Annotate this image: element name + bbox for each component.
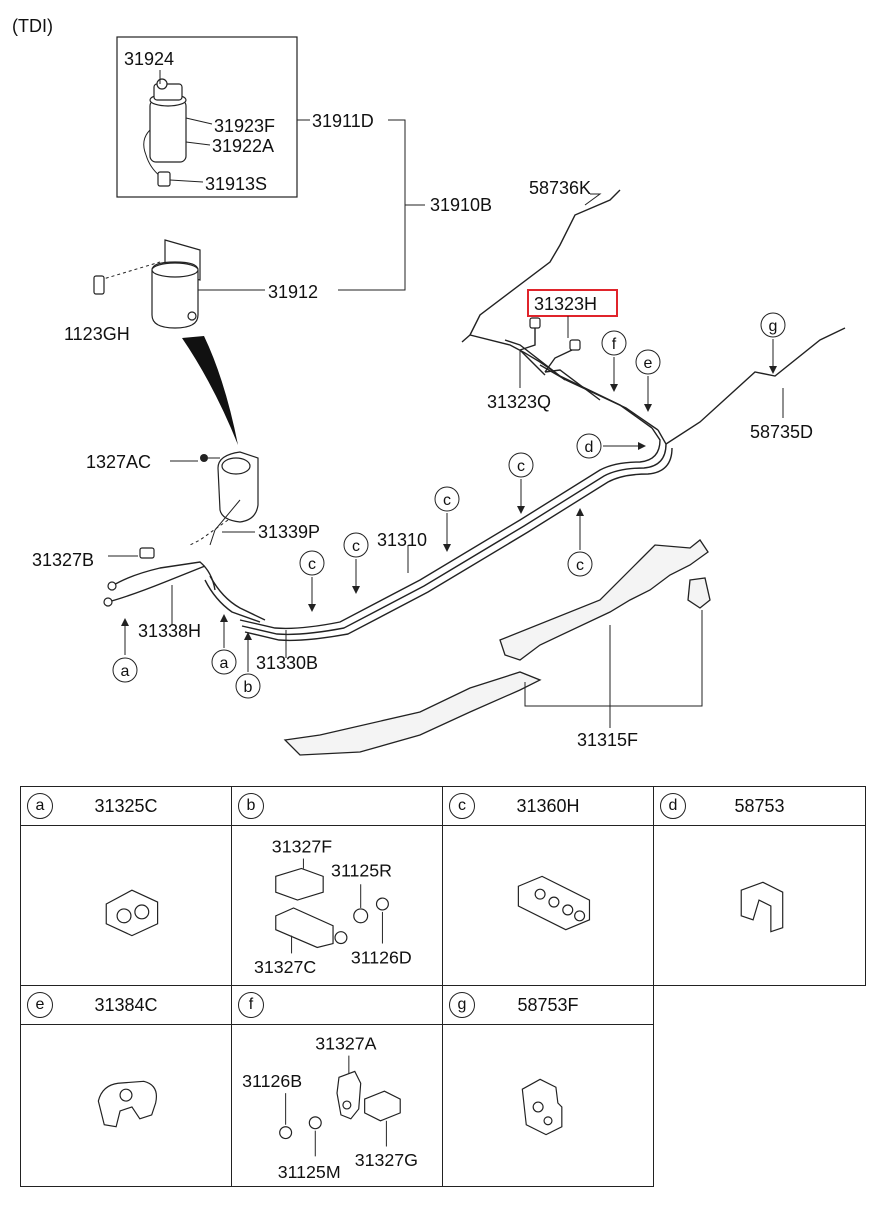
svg-text:c: c	[576, 557, 584, 574]
clip-parts-table: a 31325C b 31327F 31125R 31327C 31126D	[20, 786, 866, 1187]
cell-header: g 58753F	[443, 986, 653, 1025]
callout-c-2: c	[343, 532, 369, 594]
cell-letter: f	[238, 992, 264, 1018]
cell-header: c 31360H	[443, 787, 653, 826]
label-31913S: 31913S	[205, 174, 267, 194]
label-31323H: 31323H	[534, 294, 597, 314]
label-31922A: 31922A	[212, 136, 274, 156]
table-cell-c: c 31360H	[442, 786, 654, 986]
highlight-box-31323H	[527, 289, 618, 317]
cell-part-code: 31384C	[94, 995, 158, 1015]
label-58736K: 58736K	[529, 178, 591, 198]
mounted-filter-drawing	[189, 451, 259, 546]
table-cell-b: b 31327F 31125R 31327C 31126D	[231, 786, 443, 986]
label-31310: 31310	[377, 530, 427, 550]
variant-label: (TDI)	[12, 16, 53, 36]
table-cell-d: d 58753	[653, 786, 866, 986]
callout-f: f	[601, 330, 627, 392]
part-31323H-drawing	[518, 317, 581, 376]
cell-letter: g	[449, 992, 475, 1018]
svg-text:c: c	[308, 556, 316, 573]
clip-set-b-drawing: 31327F 31125R 31327C 31126D	[254, 837, 412, 977]
callout-a-right: a	[211, 614, 237, 675]
cell-letter: b	[238, 793, 264, 819]
cell-letter: e	[27, 992, 53, 1018]
clip-31384C-drawing	[97, 1080, 157, 1128]
label-31339P: 31339P	[258, 522, 320, 542]
label-1123GH: 1123GH	[64, 324, 130, 344]
fuel-filter-assembly-drawing	[143, 70, 213, 187]
svg-text:f: f	[612, 336, 617, 353]
clip-58753F-drawing	[521, 1078, 563, 1136]
label-31323Q: 31323Q	[487, 392, 551, 412]
label-31911D: 31911D	[312, 111, 374, 131]
cell-header: a 31325C	[21, 787, 231, 826]
cell-part-code: 58753	[734, 796, 785, 816]
location-arrow	[182, 336, 238, 445]
label-31125M: 31125M	[278, 1162, 341, 1182]
clip-set-f-drawing: 31327A 31126B 31125M 31327G	[242, 1034, 418, 1182]
svg-text:b: b	[244, 679, 253, 696]
callout-b: b	[235, 632, 261, 699]
cell-header: e 31384C	[21, 986, 231, 1025]
table-cell-e: e 31384C	[20, 985, 232, 1187]
label-31125R: 31125R	[331, 860, 392, 880]
callout-g: g	[760, 312, 786, 374]
cell-part-code: 58753F	[517, 995, 579, 1015]
label-31924: 31924	[124, 49, 174, 69]
label-31912: 31912	[268, 282, 318, 302]
svg-text:c: c	[443, 492, 451, 509]
label-31126B: 31126B	[242, 1071, 302, 1091]
callout-c-1: c	[299, 550, 325, 612]
clip-31360H-drawing	[517, 875, 591, 931]
cell-letter: a	[27, 793, 53, 819]
table-cell-f: f 31327A 31126B 31125M 31327G	[231, 985, 443, 1187]
label-58735D: 58735D	[750, 422, 813, 442]
pipe-protector-plates	[283, 539, 711, 756]
svg-text:g: g	[769, 318, 778, 335]
label-31327C: 31327C	[254, 957, 316, 977]
filter-housing-drawing	[93, 239, 265, 329]
callout-a-left: a	[112, 618, 138, 683]
svg-text:e: e	[644, 355, 653, 372]
main-fuel-pipe-bundle	[239, 189, 846, 642]
front-hoses-drawing	[103, 547, 266, 625]
label-31330B: 31330B	[256, 653, 318, 673]
table-cell-a: a 31325C	[20, 786, 232, 986]
callout-c-4: c	[508, 452, 534, 514]
cell-header: d 58753	[654, 787, 865, 826]
label-31327G: 31327G	[355, 1150, 418, 1170]
callout-e: e	[635, 349, 661, 412]
label-31923F: 31923F	[214, 116, 275, 136]
callout-c-5: c	[567, 508, 593, 577]
svg-text:a: a	[121, 663, 130, 680]
label-31910B: 31910B	[430, 195, 492, 215]
svg-text:c: c	[517, 458, 525, 475]
label-31327B: 31327B	[32, 550, 94, 570]
cell-header: b	[232, 787, 442, 826]
svg-text:d: d	[585, 439, 594, 456]
callout-d: d	[576, 433, 646, 459]
label-31126D: 31126D	[351, 947, 412, 967]
cell-part-code: 31360H	[516, 796, 580, 816]
svg-text:a: a	[220, 655, 229, 672]
cell-header: f	[232, 986, 442, 1025]
callout-c-3: c	[434, 486, 460, 552]
label-1327AC: 1327AC	[86, 452, 151, 472]
table-cell-g: g 58753F	[442, 985, 654, 1187]
clip-58753-drawing	[740, 881, 784, 933]
fuel-line-exploded-diagram: (TDI) 31924 31923F 31922A 31913S 31911D …	[12, 16, 846, 756]
label-31338H: 31338H	[138, 621, 201, 641]
svg-text:c: c	[352, 538, 360, 555]
label-31315F: 31315F	[577, 730, 638, 750]
cell-letter: d	[660, 793, 686, 819]
filter-detail-box	[116, 36, 298, 198]
cell-letter: c	[449, 793, 475, 819]
cell-part-code: 31325C	[94, 796, 158, 816]
clip-31325C-drawing	[105, 889, 159, 937]
label-31327A: 31327A	[315, 1034, 376, 1054]
label-31327F: 31327F	[272, 837, 332, 857]
